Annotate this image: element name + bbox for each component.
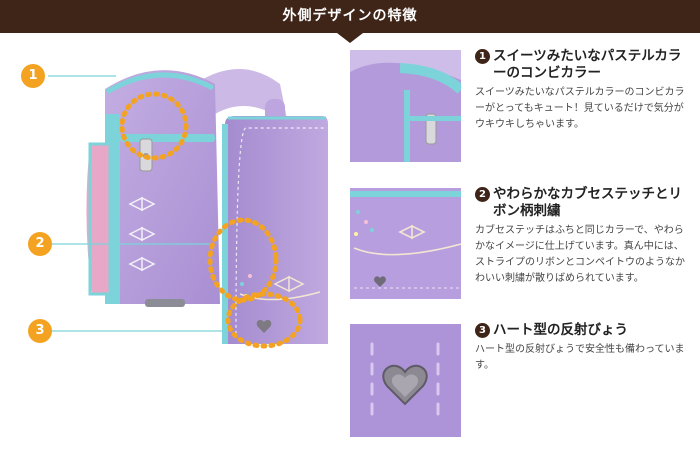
- randoseru-illustration: [48, 69, 328, 349]
- feature-1-description: スイーツみたいなパステルカラーのコンビカラーがとってもキュート！見ているだけで気…: [475, 87, 685, 130]
- feature-3: 3 ハート型の反射びょう ハート型の反射びょうで安全性も備わっています。: [475, 322, 690, 374]
- feature-2: 2 やわらかなカブセステッチとリボン柄刺繍 カブセステッチはふちと同じカラーで、…: [475, 186, 690, 287]
- thumbnail-3-illustration: [350, 324, 461, 437]
- section-title: 外側デザインの特徴: [282, 8, 418, 24]
- thumbnail-stitch-ribbon: [350, 188, 461, 299]
- callout-badge-2: 2: [28, 232, 52, 256]
- feature-1: 1 スイーツみたいなパステルカラーのコンビカラー スイーツみたいなパステルカラー…: [475, 48, 690, 133]
- section-banner: [0, 0, 700, 33]
- feature-3-description: ハート型の反射びょうで安全性も備わっています。: [475, 344, 685, 371]
- feature-2-heading: 2 やわらかなカブセステッチとリボン柄刺繍: [475, 186, 690, 220]
- feature-2-description: カブセステッチはふちと同じカラーで、やわらかなイメージに仕上げています。真ん中に…: [475, 225, 685, 284]
- feature-2-number: 2: [475, 187, 490, 202]
- feature-2-title: やわらかなカブセステッチとリボン柄刺繍: [493, 186, 682, 219]
- feature-1-title: スイーツみたいなパステルカラーのコンビカラー: [493, 48, 682, 81]
- feature-3-heading: 3 ハート型の反射びょう: [475, 322, 690, 339]
- thumbnail-heart-reflector: [350, 324, 461, 437]
- feature-3-title: ハート型の反射びょう: [493, 322, 628, 338]
- callout-badge-3: 3: [28, 319, 52, 343]
- main-product-image: [10, 44, 340, 444]
- banner-pointer: [337, 33, 363, 43]
- callout-badge-1: 1: [21, 64, 45, 88]
- feature-3-number: 3: [475, 323, 490, 338]
- feature-1-number: 1: [475, 49, 490, 64]
- thumbnail-1-illustration: [350, 50, 461, 162]
- thumbnail-2-illustration: [350, 188, 461, 299]
- feature-1-heading: 1 スイーツみたいなパステルカラーのコンビカラー: [475, 48, 690, 82]
- thumbnail-color-combo: [350, 50, 461, 162]
